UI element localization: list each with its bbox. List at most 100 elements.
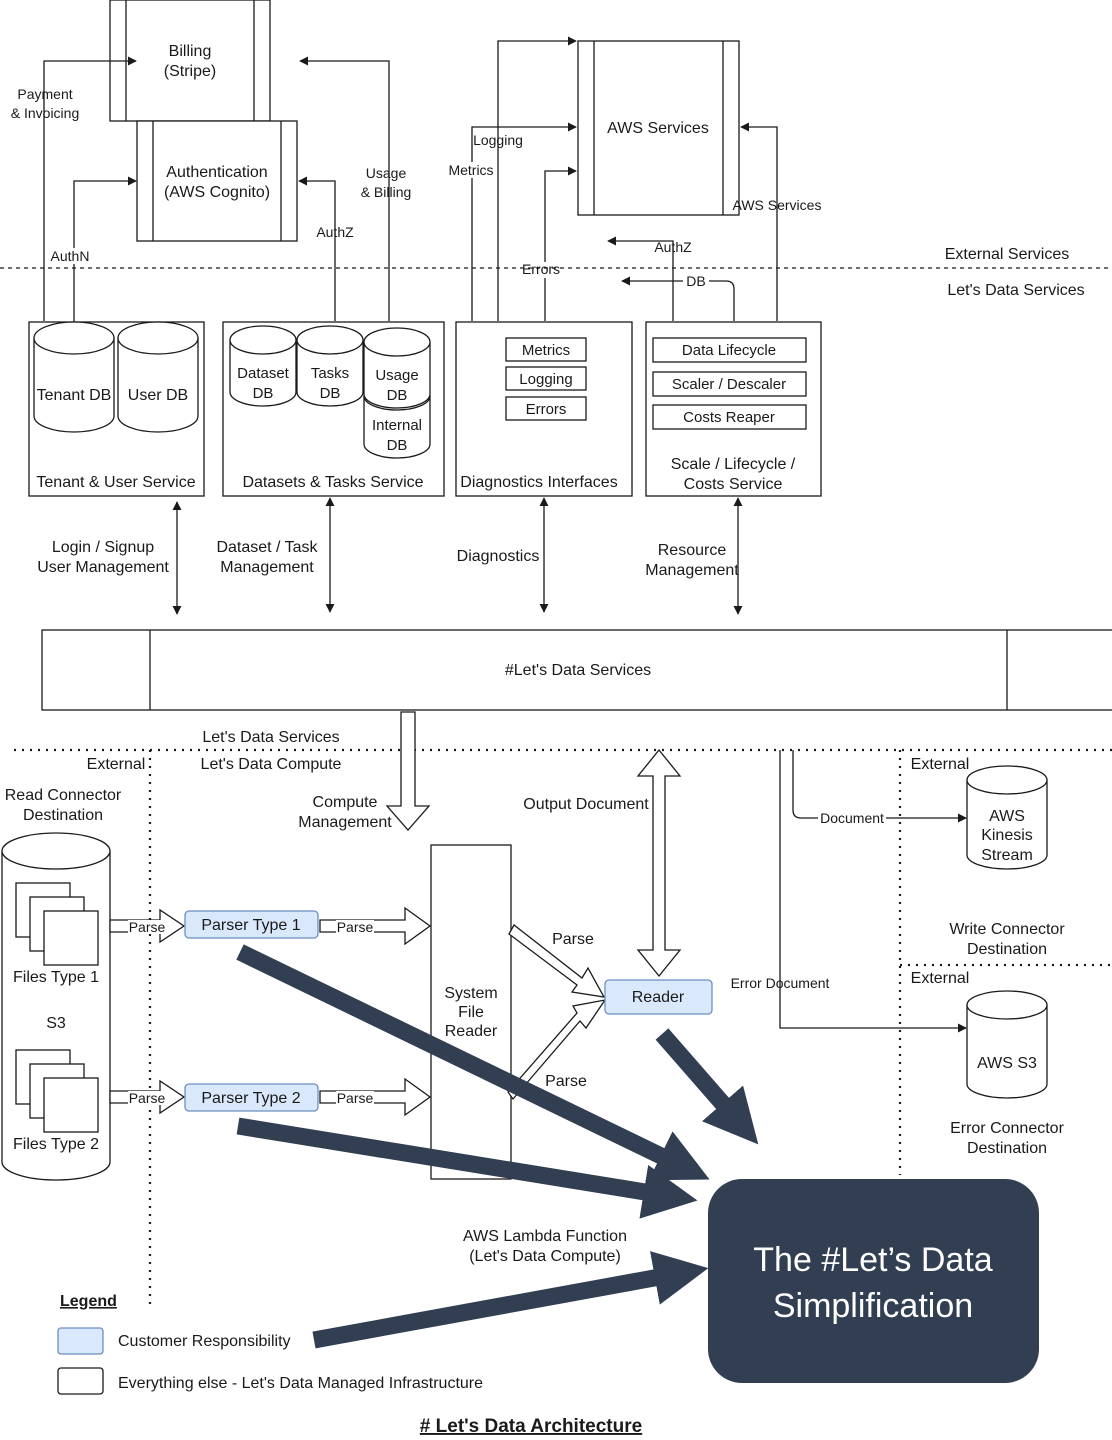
errors-label: Errors xyxy=(522,261,560,277)
authz2-arrow xyxy=(607,236,674,321)
reader-box xyxy=(604,979,713,1015)
aws-services-line-label: AWS Services xyxy=(733,197,822,213)
diag-service-label: Diagnostics Interfaces xyxy=(460,474,617,491)
db-label: DB xyxy=(686,273,705,289)
compute-mgmt-arrow xyxy=(385,711,431,831)
legend-title: Legend xyxy=(60,1293,117,1310)
arrow-parser2 xyxy=(236,1117,698,1219)
parser-type2-box xyxy=(184,1083,319,1112)
scale-service-label: Scale / Lifecycle / xyxy=(671,456,796,473)
payment-arrow xyxy=(43,56,137,321)
external-services-label: External Services xyxy=(945,246,1070,263)
tenant-db: Tenant DB xyxy=(33,321,115,433)
parser-type1-label: Parser Type 1 xyxy=(201,917,300,934)
parse-arrow-parser2 xyxy=(319,1077,432,1117)
svg-text:Internal: Internal xyxy=(372,417,422,434)
tenant-user-service: Tenant DB User DB Tenant & User Service xyxy=(28,321,205,497)
diag-metrics-box xyxy=(505,337,587,362)
lets-data-services-bar: #Let's Data Services xyxy=(41,629,1112,711)
s3-label: S3 xyxy=(46,1015,66,1032)
user-mgmt-label: User Management xyxy=(37,559,169,576)
dataset-mgmt-label: Management xyxy=(220,559,314,576)
kinesis-stream: AWS Kinesis Stream xyxy=(966,765,1048,870)
write-destination-label: Destination xyxy=(967,941,1047,958)
parse-label-3: Parse xyxy=(129,1090,166,1106)
payment-label: Payment xyxy=(17,86,72,102)
compute-mgmt-sublabel: Management xyxy=(298,814,392,831)
external-top-label: External xyxy=(911,756,970,773)
dataset-task-label: Dataset / Task xyxy=(216,539,318,556)
svg-text:DB: DB xyxy=(387,437,408,454)
error-document-label: Error Document xyxy=(731,975,830,991)
datasets-tasks-service: Dataset DB Tasks DB Internal DB Usage DB… xyxy=(222,321,445,497)
svg-text:Reader: Reader xyxy=(445,1023,498,1040)
metrics-arrow xyxy=(471,122,577,321)
tasks-db: Tasks DB xyxy=(296,325,364,407)
files-type1-label: Files Type 1 xyxy=(13,969,99,986)
services-bar-label: #Let's Data Services xyxy=(505,662,651,679)
s3-bucket: Files Type 1 S3 Files Type 2 xyxy=(1,832,111,1181)
read-connector-label: Read Connector xyxy=(5,787,122,804)
authz2-label: AuthZ xyxy=(654,239,692,255)
document-arrow xyxy=(792,750,967,823)
lambda-label: AWS Lambda Function xyxy=(463,1228,627,1245)
db-arrow xyxy=(621,276,735,321)
costs-reaper-label: Costs Reaper xyxy=(683,409,775,426)
auth-sublabel: (AWS Cognito) xyxy=(164,184,270,201)
parse-arrow-parser1 xyxy=(319,906,432,946)
login-label: Login / Signup xyxy=(52,539,154,556)
parse-label-5: Parse xyxy=(552,931,594,948)
svg-text:Usage: Usage xyxy=(375,367,418,384)
files-type1-icon xyxy=(15,882,99,966)
costs-reaper-box xyxy=(652,404,807,430)
output-document-label: Output Document xyxy=(523,796,649,813)
external-left-label: External xyxy=(87,756,146,773)
diag-logging-label: Logging xyxy=(519,371,572,388)
scale-service-sublabel: Costs Service xyxy=(684,476,783,493)
error-destination-label: Destination xyxy=(967,1140,1047,1157)
parse-label-1: Parse xyxy=(129,919,166,935)
diag-logging-box xyxy=(505,366,587,391)
arrow-reader xyxy=(655,1028,759,1145)
lets-data-services-label: Let's Data Services xyxy=(947,282,1084,299)
footer-title: # Let's Data Architecture xyxy=(420,1416,642,1437)
svg-text:Kinesis: Kinesis xyxy=(981,827,1033,844)
legend-customer-label: Customer Responsibility xyxy=(118,1333,291,1350)
usage-db: Usage DB xyxy=(363,327,431,409)
document-label: Document xyxy=(820,810,884,826)
callout-line1: The #Let’s Data xyxy=(753,1241,993,1279)
diag-errors-label: Errors xyxy=(526,401,567,418)
datasets-service-label: Datasets & Tasks Service xyxy=(242,474,423,491)
external-mid-label: External xyxy=(911,970,970,987)
output-document-arrow xyxy=(636,748,682,978)
svg-text:DB: DB xyxy=(320,385,341,402)
svg-text:Dataset: Dataset xyxy=(237,365,290,382)
files-type2-icon xyxy=(15,1049,99,1133)
user-db: User DB xyxy=(117,321,199,433)
scale-lifecycle-service: Data Lifecycle Scaler / Descaler Costs R… xyxy=(645,321,822,497)
svg-text:Stream: Stream xyxy=(981,847,1033,864)
dataset-db: Dataset DB xyxy=(229,325,297,407)
usage-label: Usage xyxy=(366,165,407,181)
aws-services-arrow xyxy=(740,122,778,321)
logging-arrow xyxy=(497,36,577,321)
system-file-reader: System File Reader xyxy=(430,844,512,1180)
tenant-db-label: Tenant DB xyxy=(37,387,112,404)
diag-metrics-label: Metrics xyxy=(522,342,570,359)
callout-line2: Simplification xyxy=(773,1287,973,1325)
svg-text:File: File xyxy=(458,1004,484,1021)
data-lifecycle-label: Data Lifecycle xyxy=(682,342,776,359)
auth-box: Authentication (AWS Cognito) xyxy=(136,120,298,242)
svg-text:System: System xyxy=(444,985,497,1002)
metrics-label: Metrics xyxy=(448,162,493,178)
simplification-callout: The #Let’s Data Simplification xyxy=(708,1179,1039,1383)
authz-arrow xyxy=(298,176,336,321)
svg-text:Tasks: Tasks xyxy=(311,365,349,382)
simplification-arrows xyxy=(236,944,759,1349)
error-connector-label: Error Connector xyxy=(950,1120,1064,1137)
diag-errors-box xyxy=(505,396,587,421)
billing-sublabel: (Stripe) xyxy=(164,63,216,80)
scaler-box xyxy=(652,371,807,397)
user-db-label: User DB xyxy=(128,387,188,404)
